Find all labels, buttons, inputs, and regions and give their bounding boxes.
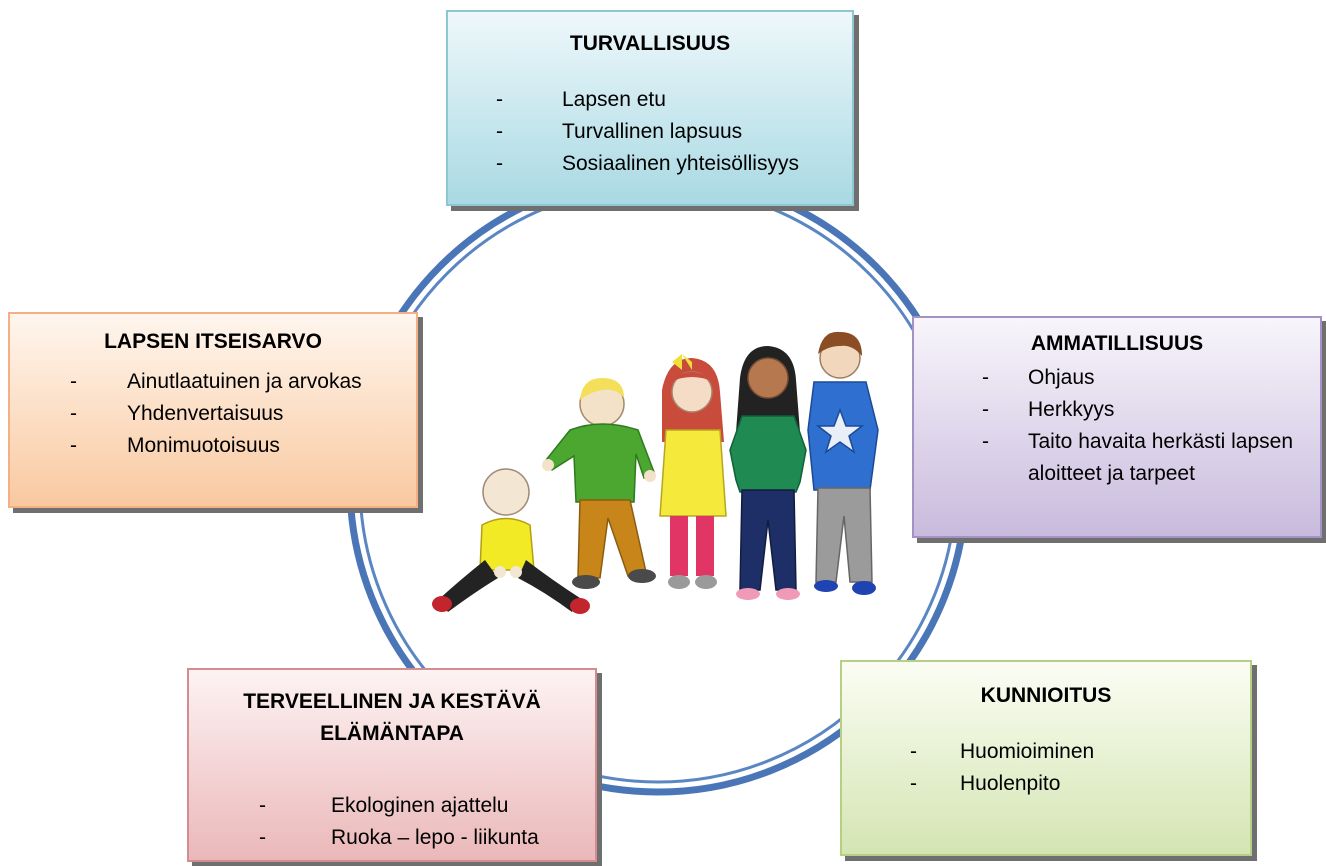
list-item-text: Sosiaalinen yhteisöllisyys <box>562 152 799 175</box>
list-item: - Lapsen etu <box>448 84 852 116</box>
list-item-text: Lapsen etu <box>562 88 666 111</box>
list-item: - Ruoka – lepo - liikunta <box>189 822 595 854</box>
item-list: - Ainutlaatuinen ja arvokas - Yhdenvertais… <box>10 366 416 462</box>
list-item-text: Herkkyys <box>1028 398 1115 421</box>
list-item-text: Yhdenvertaisuus <box>127 402 284 425</box>
item-list: - Lapsen etu - Turvallinen lapsuus - Sosiaa… <box>448 84 852 180</box>
item-list: - Ohjaus - Herkkyys - Taito havaita herkäst… <box>914 362 1320 490</box>
box-terveellinen-elamantapa: TERVEELLINEN JA KESTÄVÄ ELÄMÄNTAPA - Ekol… <box>187 668 597 862</box>
box-title: TERVEELLINEN JA KESTÄVÄ ELÄMÄNTAPA <box>243 690 541 745</box>
box-ammatillisuus: AMMATILLISUUS - Ohjaus - Herkkyys - Taito h… <box>912 316 1322 538</box>
children-illustration <box>432 331 879 614</box>
list-item-text: Monimuotoisuus <box>127 434 280 457</box>
list-item-text: Ohjaus <box>1028 366 1095 389</box>
list-item: - Herkkyys <box>914 394 1320 426</box>
list-item: - Huolenpito <box>842 768 1250 800</box>
list-item: - Huomioiminen <box>842 736 1250 768</box>
list-item: - Ainutlaatuinen ja arvokas <box>10 366 416 398</box>
list-item: - Ohjaus <box>914 362 1320 394</box>
box-kunnioitus: KUNNIOITUS - Huomioiminen - Huolenpito <box>840 660 1252 856</box>
list-dash: - <box>70 370 77 393</box>
list-item: - Yhdenvertaisuus <box>10 398 416 430</box>
list-dash: - <box>982 366 989 389</box>
list-item: - Ekologinen ajattelu <box>189 790 595 822</box>
box-lapsen-itseisarvo: LAPSEN ITSEISARVO - Ainutlaatuinen ja arv… <box>8 312 418 508</box>
list-dash: - <box>496 152 503 175</box>
child-baby <box>432 468 590 614</box>
child-green-shirt <box>729 346 807 600</box>
list-item-text: Ekologinen ajattelu <box>331 794 509 817</box>
child-star-sweater <box>807 331 879 595</box>
list-dash: - <box>70 402 77 425</box>
list-dash: - <box>910 740 917 763</box>
item-list: - Ekologinen ajattelu - Ruoka – lepo - lii… <box>189 790 595 854</box>
child-green-sweater <box>542 378 656 589</box>
list-item-text: Ainutlaatuinen ja arvokas <box>127 370 362 393</box>
list-item-text: Ruoka – lepo - liikunta <box>331 826 539 849</box>
box-title: TURVALLISUUS <box>569 32 731 55</box>
list-dash: - <box>259 826 266 849</box>
list-item: - Sosiaalinen yhteisöllisyys <box>448 148 852 180</box>
list-dash: - <box>259 794 266 817</box>
box-title: AMMATILLISUUS <box>1030 332 1204 355</box>
list-dash: - <box>982 398 989 421</box>
list-item-text: Huomioiminen <box>960 740 1095 763</box>
list-item-text: Turvallinen lapsuus <box>562 120 743 143</box>
box-turvallisuus: TURVALLISUUS - Lapsen etu - Turvallinen la… <box>446 10 854 206</box>
list-dash: - <box>70 434 77 457</box>
item-list: - Huomioiminen - Huolenpito <box>842 736 1250 800</box>
child-yellow-dress <box>659 354 727 589</box>
list-dash: - <box>910 772 917 795</box>
list-dash: - <box>496 88 503 111</box>
list-item: - Monimuotoisuus <box>10 430 416 462</box>
list-item-text: Taito havaita herkästi lapsen aloitteet … <box>1028 430 1293 485</box>
list-dash: - <box>982 430 989 453</box>
box-title: LAPSEN ITSEISARVO <box>104 330 322 353</box>
list-dash: - <box>496 120 503 143</box>
list-item-text: Huolenpito <box>960 772 1061 795</box>
list-item: - Taito havaita herkästi lapsen aloitteet… <box>914 426 1320 490</box>
list-item: - Turvallinen lapsuus <box>448 116 852 148</box>
box-title: KUNNIOITUS <box>980 684 1112 707</box>
